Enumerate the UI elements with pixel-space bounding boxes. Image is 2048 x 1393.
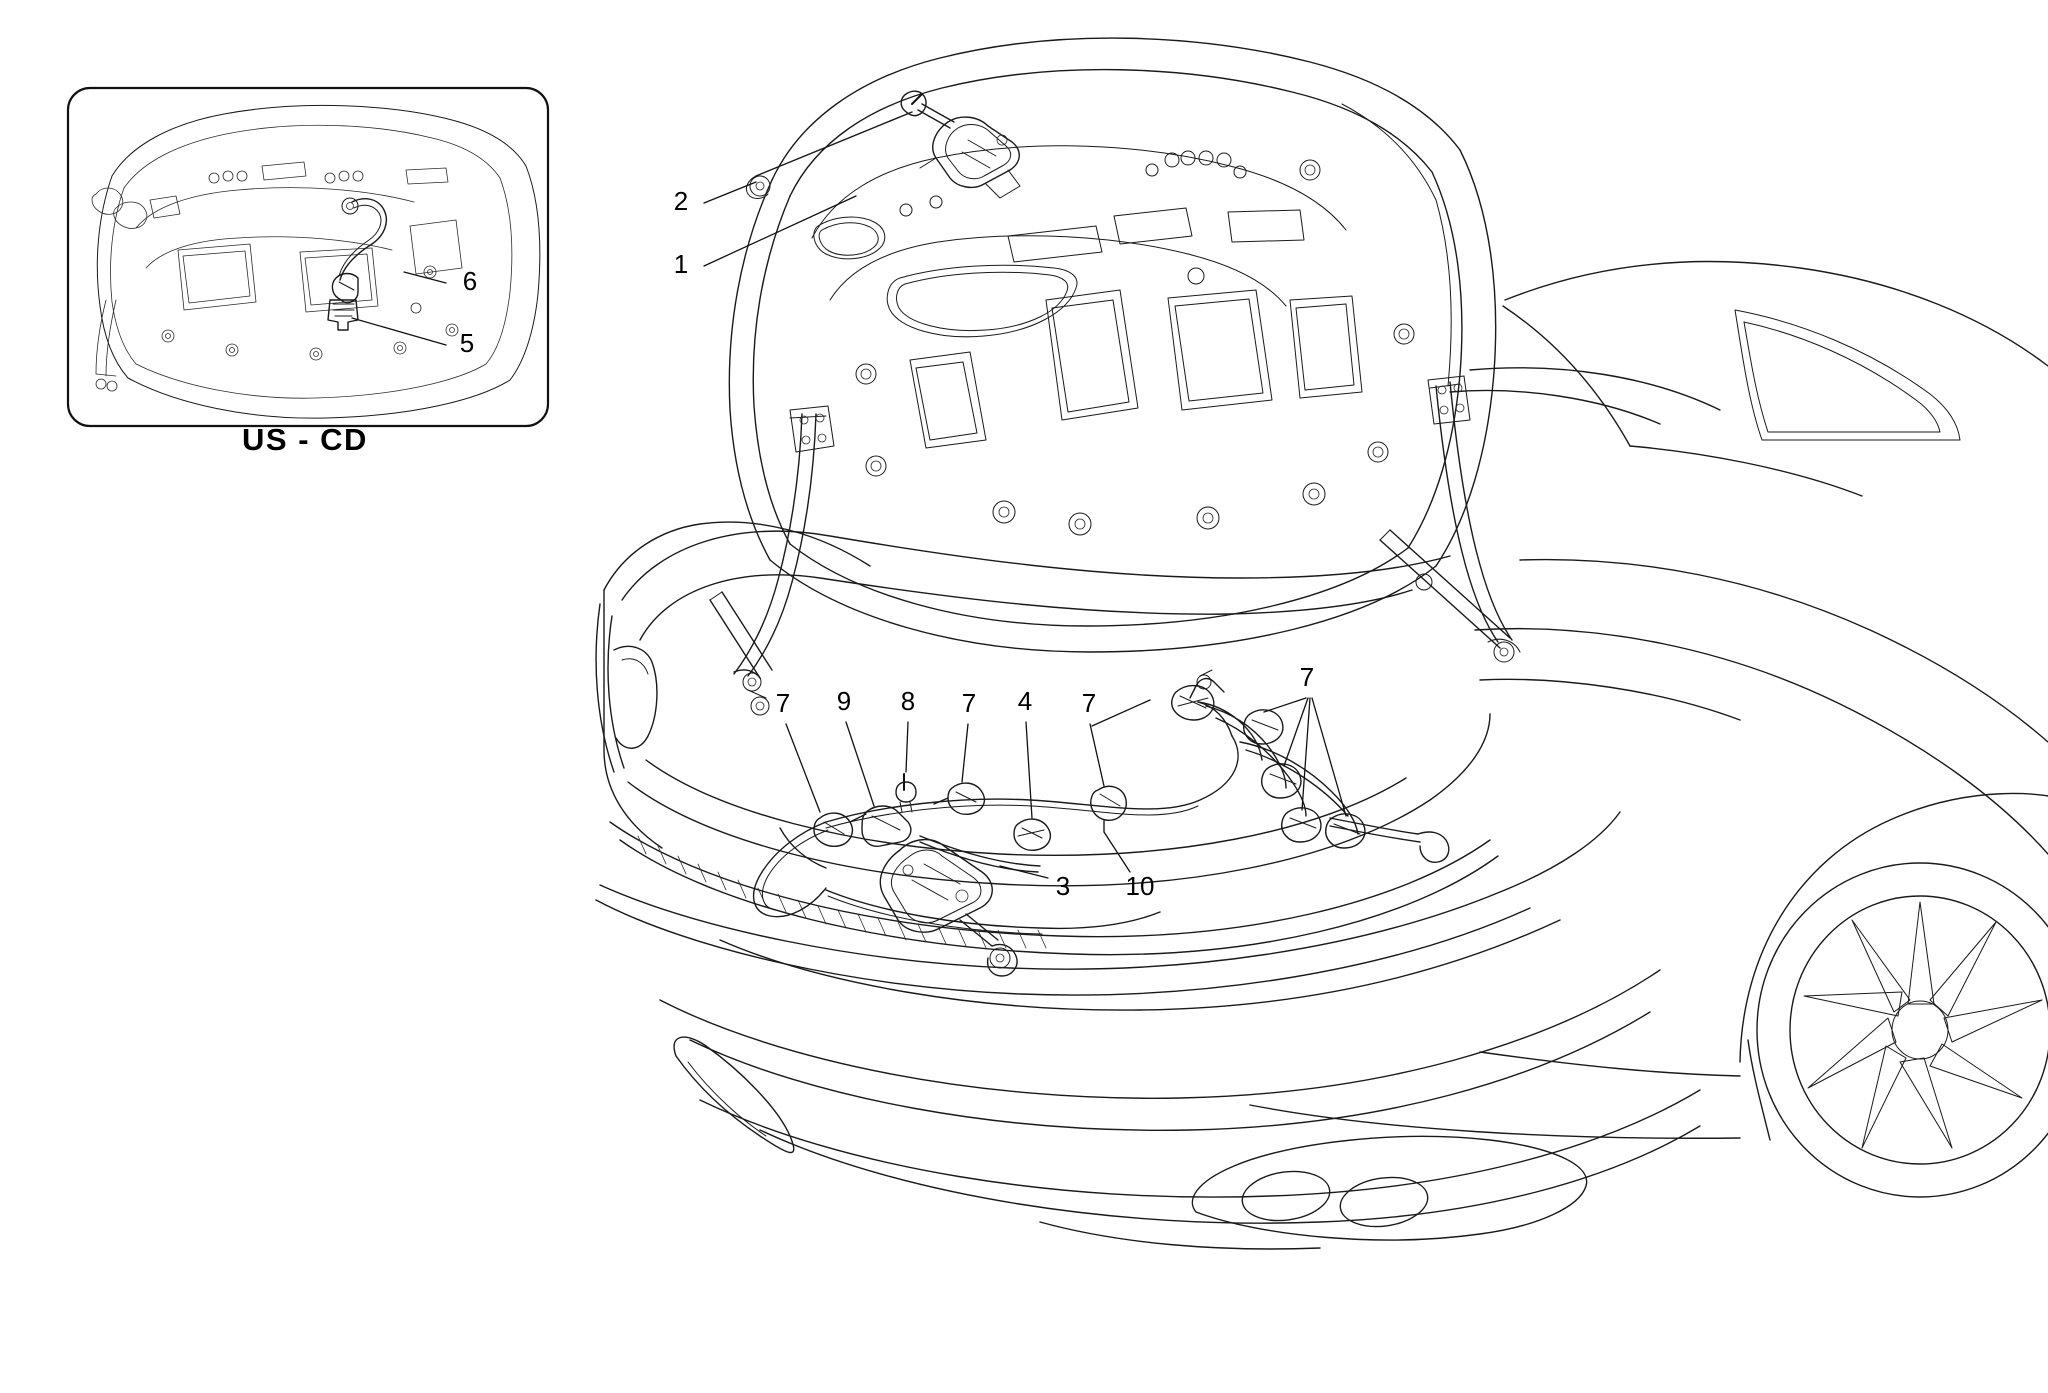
grommet-4 (1013, 818, 1052, 851)
inset-callout-number-5: 5 (460, 328, 474, 358)
callout-leaders (703, 181, 1347, 879)
clip-7-third (1090, 785, 1127, 833)
callout-number-1: 1 (674, 249, 688, 279)
callout-number-7a: 7 (776, 688, 790, 718)
callout-number-7d: 7 (1300, 662, 1314, 692)
trunk-lid (728, 37, 1497, 653)
trunk-compartment (595, 521, 1499, 956)
callout-number-9: 9 (837, 686, 851, 716)
bolt-8 (895, 773, 917, 813)
rear-bumper (595, 811, 1701, 1250)
connector-right-3 (1281, 807, 1322, 843)
callout-number-3: 3 (1056, 871, 1070, 901)
lid-latch-assembly (745, 90, 1021, 199)
inset-trunk-lid (91, 104, 541, 419)
callout-number-10: 10 (1126, 871, 1155, 901)
callout-number-8: 8 (901, 686, 915, 716)
callout-number-7c: 7 (1082, 688, 1096, 718)
inset-detail-us-cd: 6 5 US - CD (66, 86, 550, 457)
bracket-9 (861, 805, 912, 847)
trunk-hinges-and-struts (709, 375, 1521, 716)
rear-wheel (1756, 862, 2048, 1198)
inset-antenna-cable (327, 197, 388, 331)
clip-7-second (933, 782, 986, 815)
lid-grommets (855, 150, 1415, 536)
callout-number-2: 2 (674, 186, 688, 216)
connector-center (1171, 685, 1215, 721)
harness-clips (813, 669, 1366, 851)
cable-end-upper-right (1189, 669, 1225, 699)
inset-callout-number-6: 6 (463, 266, 477, 296)
connector-right-1 (1243, 709, 1284, 745)
trunk-lock-actuator (879, 839, 1018, 977)
connector-right-4 (1325, 813, 1366, 849)
inset-label-us-cd: US - CD (242, 422, 368, 457)
callout-number-7b: 7 (962, 688, 976, 718)
callout-number-4: 4 (1018, 686, 1032, 716)
connector-right-2 (1261, 763, 1302, 799)
car-body-outline (1249, 260, 2048, 1198)
callout-numbers: 2 1 7 9 8 7 4 7 7 3 10 (674, 186, 1314, 901)
